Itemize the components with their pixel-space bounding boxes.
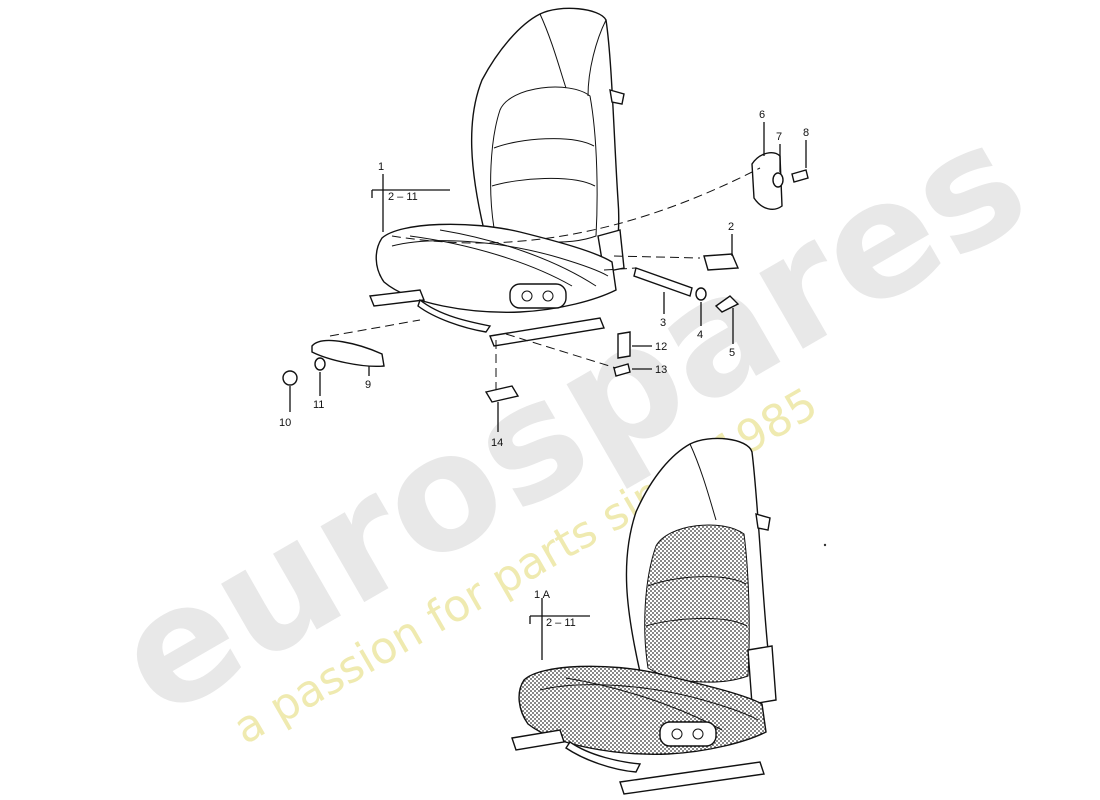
part-6-cover	[751, 152, 783, 210]
part-13-nut	[613, 363, 631, 377]
part-3-pin	[633, 267, 693, 297]
small-parts	[282, 152, 809, 403]
callout-3: 3	[660, 317, 666, 329]
callout-13: 13	[655, 364, 667, 376]
callout-14: 14	[491, 437, 503, 449]
seat-upper	[369, 7, 625, 347]
seat-lower-control-panel	[659, 721, 717, 747]
part-8-screw	[791, 169, 809, 183]
assembly-lines	[329, 167, 761, 390]
callout-2: 2	[728, 221, 734, 233]
part-4-washer	[695, 287, 707, 301]
callout-11: 11	[313, 399, 324, 411]
seat-upper-pleat-2	[491, 177, 596, 187]
seat-lower-rail-right	[619, 761, 765, 795]
callout-1-range: 2 – 11	[388, 191, 418, 203]
seat-lower	[511, 437, 777, 795]
callout-6: 6	[759, 109, 765, 121]
part-9-trim	[311, 339, 385, 368]
seat-upper-rail-right	[489, 317, 605, 347]
part-7-washer	[772, 172, 784, 188]
part-5-screw	[714, 295, 740, 313]
callout-1a-range: 2 – 11	[546, 617, 576, 629]
seat-upper-control-panel	[509, 283, 567, 309]
seat-lower-rail-left	[511, 729, 565, 751]
part-11-washer	[314, 357, 326, 371]
callout-10: 10	[279, 417, 291, 429]
part-10-screw	[282, 370, 298, 386]
seat-lower-backrest-insert	[644, 524, 750, 683]
callout-7: 7	[776, 131, 782, 143]
callout-leaders	[289, 122, 807, 660]
seat-upper-pleat-1	[493, 138, 595, 149]
callout-1: 1	[378, 161, 384, 173]
callout-5: 5	[729, 347, 735, 359]
seat-upper-backrest-inner	[490, 86, 598, 243]
callout-8: 8	[803, 127, 809, 139]
part-14-bracket	[484, 385, 520, 403]
callout-4: 4	[697, 329, 703, 341]
callout-1a: 1 A	[534, 589, 551, 601]
callout-9: 9	[365, 379, 371, 391]
stray-dot	[823, 543, 827, 547]
seat-upper-rail-left	[369, 289, 425, 307]
callout-12: 12	[655, 341, 667, 353]
part-2-bolt	[703, 253, 740, 271]
part-12-bolt	[617, 331, 631, 359]
callout-labels: 1 2 – 11 6 7 8 2 3 4 5 9 10 11 12 13 14 …	[279, 109, 809, 629]
